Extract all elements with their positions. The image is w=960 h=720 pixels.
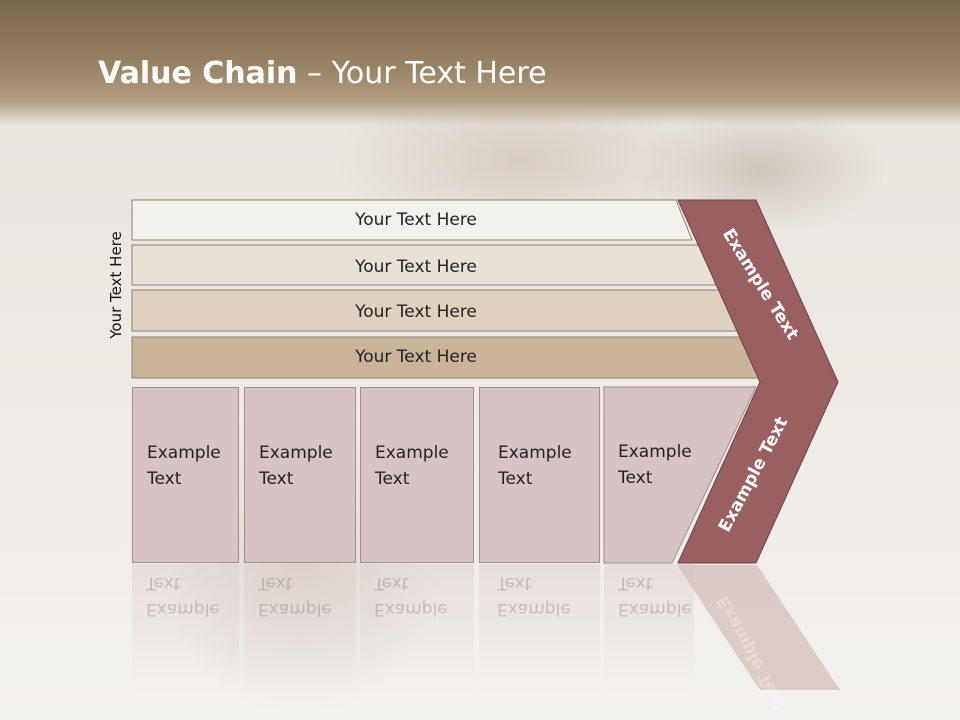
support-bar-3-label: Your Text Here [354,302,477,322]
primary-cell-2[interactable]: Example Text [244,387,356,563]
cell-2-line-2: Text [259,469,294,489]
margin-chevron[interactable] [677,199,839,564]
primary-cell-1[interactable]: Example Text [132,387,239,563]
cell-5-line-1: Example [618,442,692,462]
cell-1-line-1: Example [147,443,221,463]
support-bar-1-label: Your Text Here [354,210,477,230]
support-bar-1[interactable] [131,199,693,241]
cell-5-line-2: Text [618,468,653,488]
primary-cell-4[interactable]: Example Text [479,387,600,563]
cell-4-line-2: Text [498,469,533,489]
cell-3-line-2: Text [375,469,410,489]
cell-2-line-1: Example [259,443,333,463]
cell-1-line-2: Text [147,469,182,489]
support-bar-4-label: Your Text Here [354,347,477,367]
primary-cell-5-text: Example Text [604,387,694,563]
slide-title: Value Chain – Your Text Here [98,56,547,91]
title-bar [0,0,960,125]
primary-cell-5[interactable] [603,386,757,564]
cell-3-line-1: Example [375,443,449,463]
support-bar-2-label: Your Text Here [354,257,477,277]
primary-cell-3[interactable]: Example Text [360,387,474,563]
chevron-reflection [677,565,840,690]
cell-4-line-1: Example [498,443,572,463]
